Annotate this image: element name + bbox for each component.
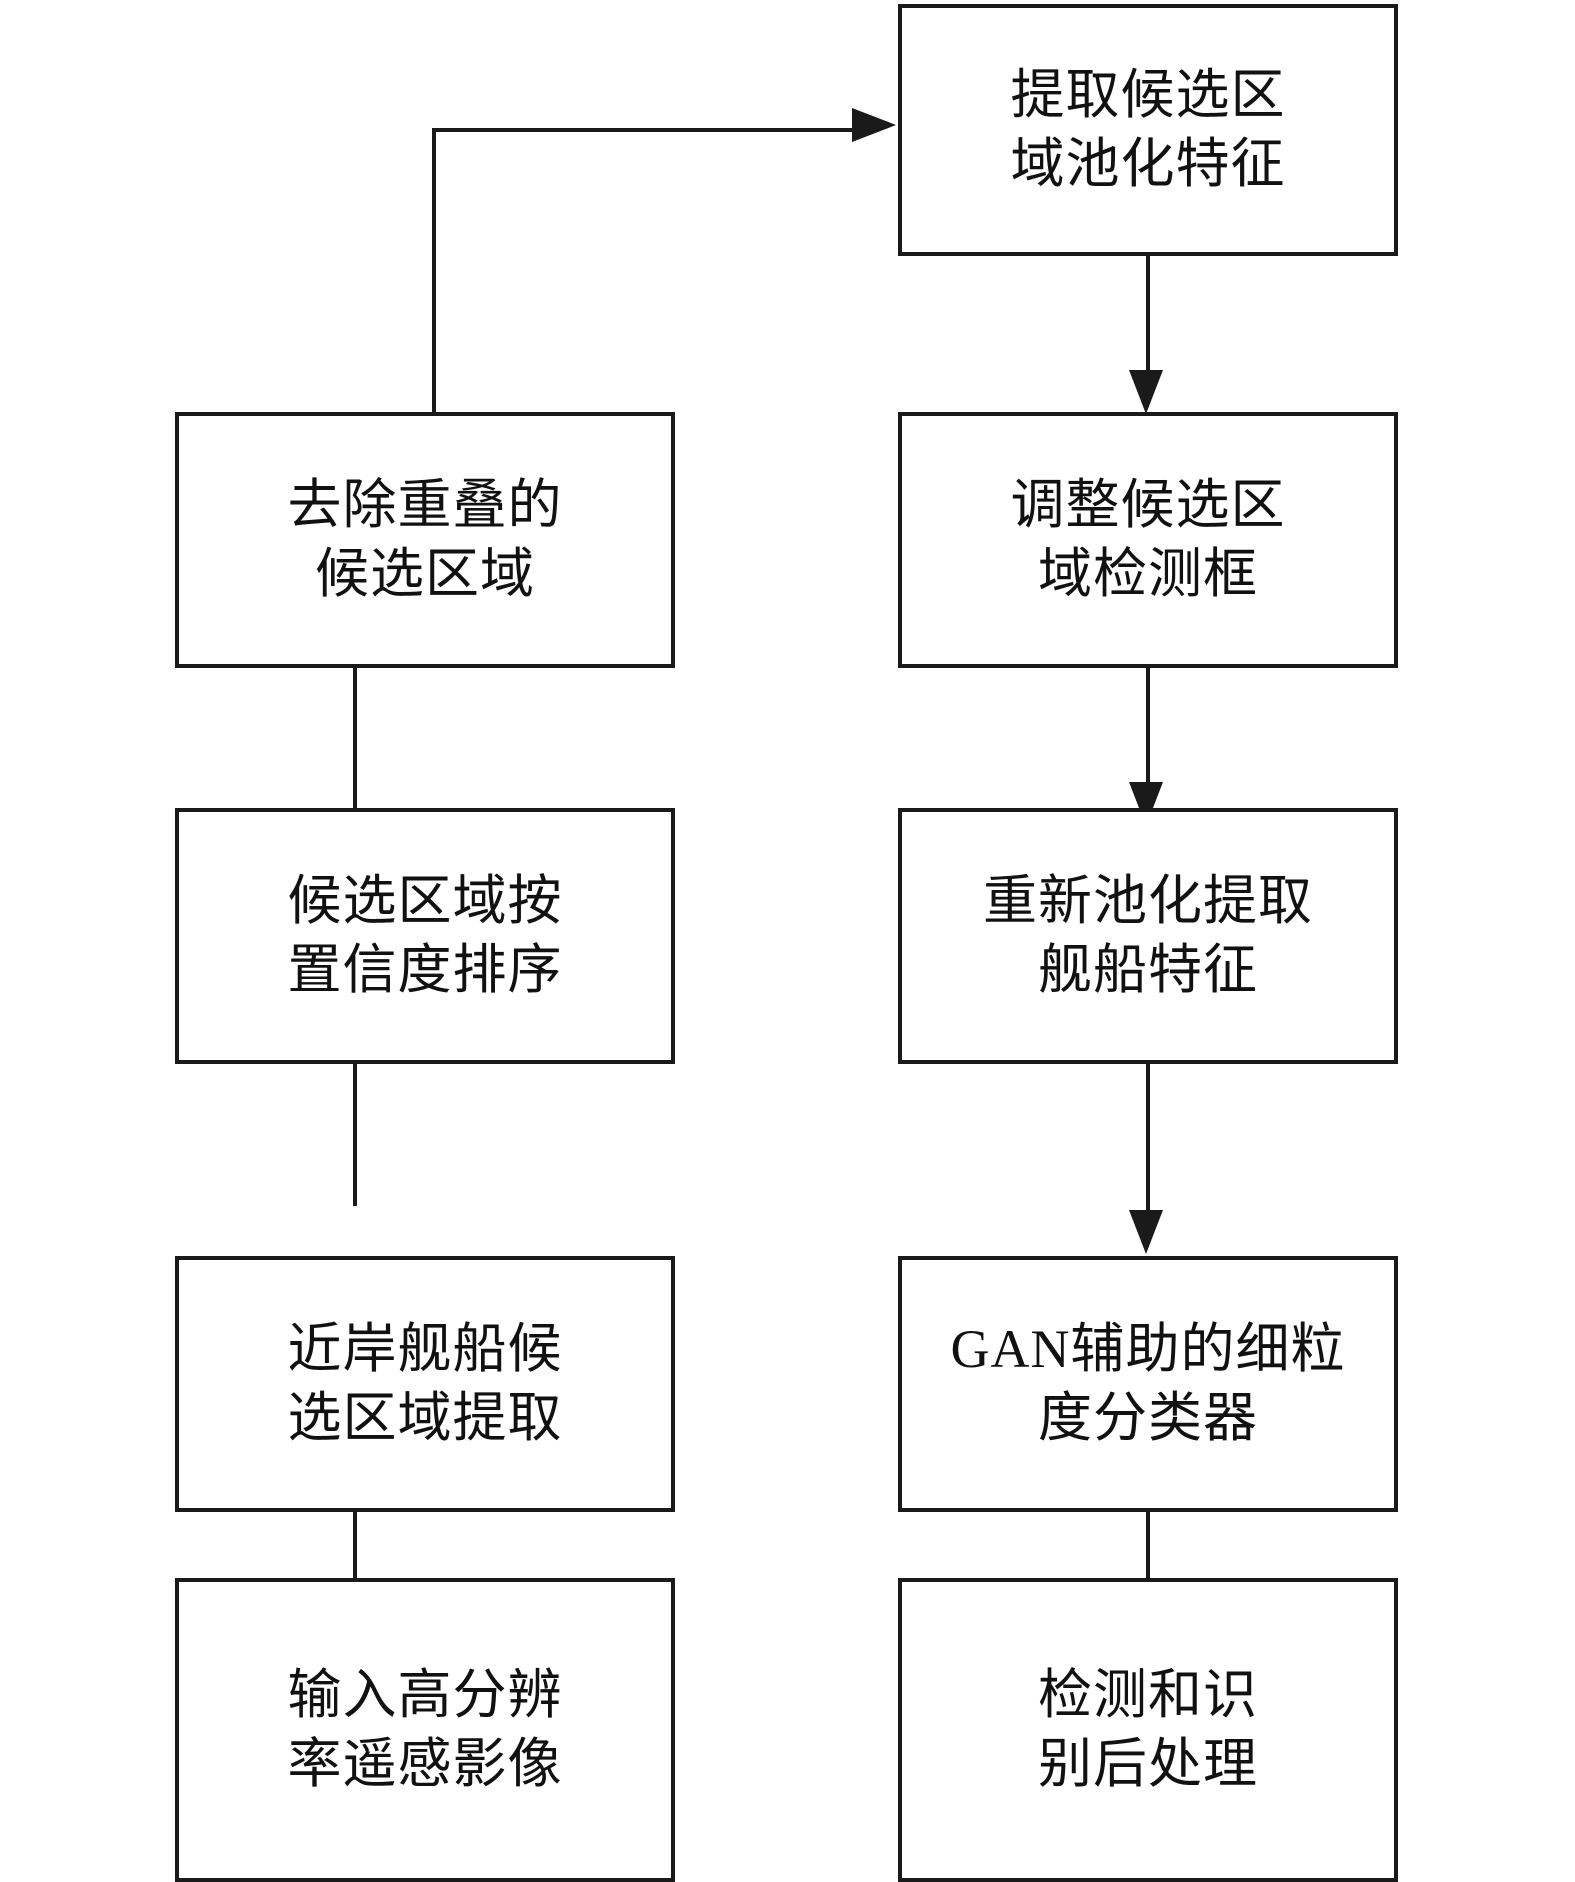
edge-feedback-arrowhead xyxy=(852,108,896,142)
node-remove-overlapping-regions[interactable]: 去除重叠的 候选区域 xyxy=(175,412,675,668)
edge-adjust-to-repool-line xyxy=(1146,668,1150,784)
node-label-remove-overlapping-regions: 去除重叠的 候选区域 xyxy=(287,474,563,604)
node-label-gan-fine-grained-classifier: GAN辅助的细粒 度分类器 xyxy=(950,1318,1346,1448)
edge-sort-to-remove-line xyxy=(353,604,357,810)
node-sort-by-confidence[interactable]: 候选区域按 置信度排序 xyxy=(175,808,675,1064)
edge-extract-to-adjust-arrowhead xyxy=(1129,370,1163,414)
node-label-input-high-res-image: 输入高分辨 率遥感影像 xyxy=(287,1664,563,1794)
node-input-high-res-image[interactable]: 输入高分辨 率遥感影像 xyxy=(175,1578,675,1882)
edge-extract-to-adjust-line xyxy=(1146,256,1150,372)
node-label-adjust-detection-box: 调整候选区 域检测框 xyxy=(1010,474,1286,604)
node-detect-recognize-postprocess[interactable]: 检测和识 别后处理 xyxy=(898,1578,1398,1882)
edge-repool-to-gan-arrowhead xyxy=(1129,1210,1163,1254)
node-repool-ship-features[interactable]: 重新池化提取 舰船特征 xyxy=(898,808,1398,1064)
edge-repool-to-gan-line xyxy=(1146,1064,1150,1212)
edge-gan-to-postprocess-line xyxy=(1146,1512,1150,1622)
node-extract-pooled-features[interactable]: 提取候选区 域池化特征 xyxy=(898,4,1398,256)
edge-input-to-inshore-line xyxy=(353,1448,357,1580)
node-label-extract-pooled-features: 提取候选区 域池化特征 xyxy=(1010,64,1286,194)
node-adjust-detection-box[interactable]: 调整候选区 域检测框 xyxy=(898,412,1398,668)
node-label-repool-ship-features: 重新池化提取 舰船特征 xyxy=(983,870,1313,1000)
node-label-detect-recognize-postprocess: 检测和识 别后处理 xyxy=(1038,1664,1258,1794)
node-inshore-ship-proposal[interactable]: 近岸舰船候 选区域提取 xyxy=(175,1256,675,1512)
node-label-inshore-ship-proposal: 近岸舰船候 选区域提取 xyxy=(287,1318,563,1448)
node-label-sort-by-confidence: 候选区域按 置信度排序 xyxy=(287,870,563,1000)
edge-feedback-horizontal xyxy=(432,128,852,132)
node-gan-fine-grained-classifier[interactable]: GAN辅助的细粒 度分类器 xyxy=(898,1256,1398,1512)
edge-inshore-to-sort-line xyxy=(353,1000,357,1206)
edge-feedback-vertical xyxy=(432,130,436,416)
